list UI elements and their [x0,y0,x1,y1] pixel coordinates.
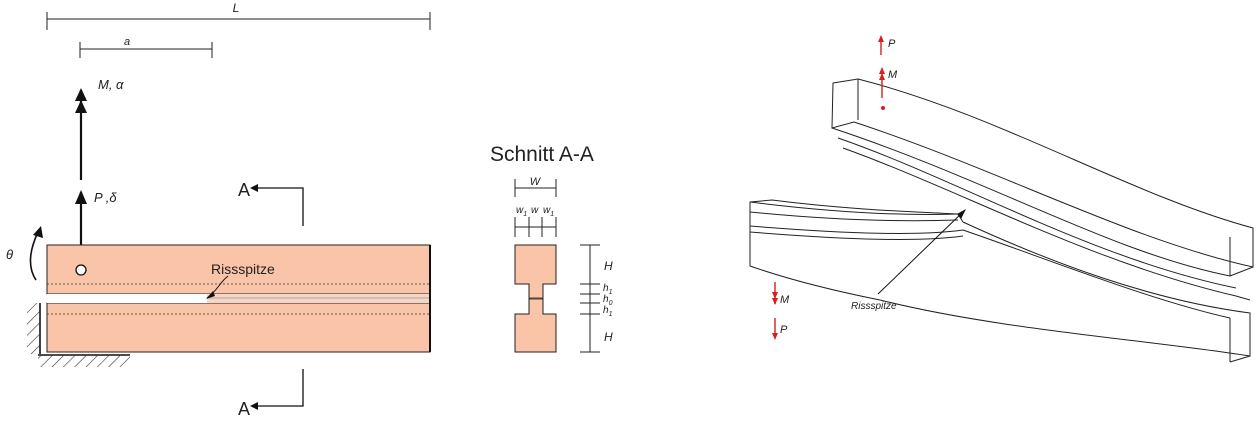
h0-label: h0 [603,294,613,307]
length-label: L [233,1,240,15]
iso-loads: P M M P [772,35,898,340]
h1-top-label: h1 [603,283,613,296]
pre-crack [47,294,207,303]
w1-right-label: w1 [543,205,554,218]
moment-arrow: M, α [75,77,124,180]
length-dimension: L [46,1,431,30]
section-marker-top: A [238,180,304,226]
isometric-view: Rissspitze [749,78,1254,363]
clamped-support [27,303,130,367]
iso-force-top-label: P [888,38,896,50]
moment-label: M, α [98,77,124,92]
iso-force-bottom-label: P [780,324,788,336]
h1-bottom-label: h1 [603,305,613,318]
force-label: P ,δ [94,190,117,205]
w-label: w [531,205,539,216]
width-label: W [530,176,542,188]
section-marker-bottom: A [238,369,304,419]
iso-moment-bottom-label: M [780,294,790,306]
specimen-body: Rissspitze [46,244,431,353]
section-title: Schnitt A-A [490,143,594,166]
crack-length-dimension: a [79,36,213,58]
w1-left-label: w1 [516,205,527,218]
iso-moment-top-label: M [888,69,898,81]
section-letter-top: A [238,180,250,200]
section-letter-bottom: A [238,399,250,419]
side-view: L a M, α P ,δ θ [6,1,431,419]
crack-tip-label: Rissspitze [211,261,275,277]
section-shape [514,244,557,353]
theta-label: θ [6,247,13,262]
rotation-arrow: θ [6,226,43,281]
cross-section-view: Schnitt A-A W w1 w w1 H h1 h0 h1 H [490,143,613,353]
iso-crack-tip-label: Rissspitze [851,301,897,312]
height-bottom-label: H [604,330,613,344]
load-pin [75,264,87,276]
crack-length-label: a [124,36,130,48]
height-top-label: H [604,259,613,273]
